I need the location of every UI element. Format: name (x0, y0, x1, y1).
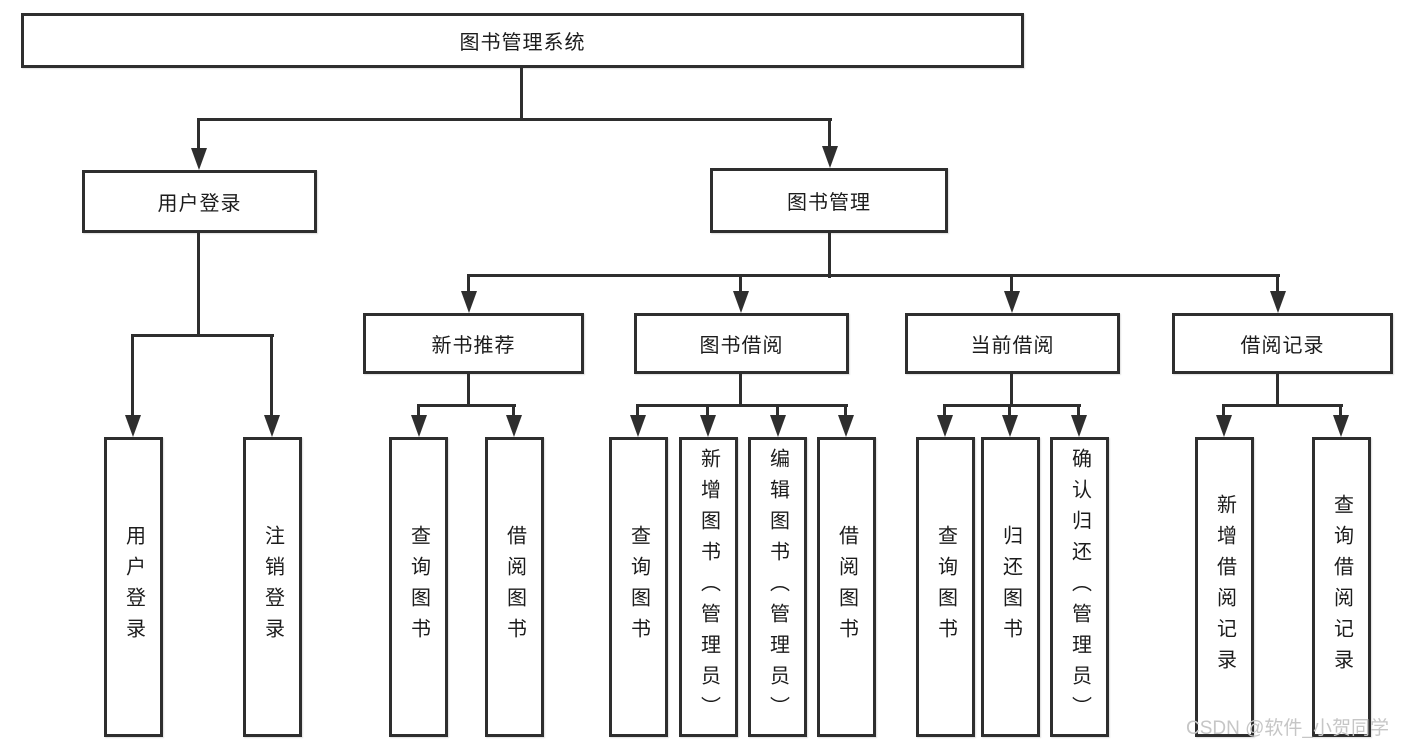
node-book-borrow: 图书借阅 (634, 313, 849, 374)
leaf-label: 借阅图书 (835, 525, 858, 649)
connector-current-bar (943, 404, 1081, 407)
leaf-label: 查询借阅记录 (1330, 494, 1353, 680)
arrow-down-icon (770, 415, 786, 437)
arrow-down-icon (937, 415, 953, 437)
connector-mgmt-bar (467, 274, 1280, 277)
leaf-label: 编辑图书（管理员） (766, 447, 789, 727)
leaf-label: 查询图书 (627, 525, 650, 649)
node-book-management: 图书管理 (710, 168, 948, 233)
arrow-down-icon (1071, 415, 1087, 437)
arrow-down-icon (1002, 415, 1018, 437)
connector-current-drop-2 (1008, 404, 1011, 418)
leaf-query-books-current: 查询图书 (916, 437, 975, 737)
connector-recommend-drop-1 (417, 404, 420, 418)
connector-borrow-stem (739, 372, 742, 407)
leaf-label: 确认归还（管理员） (1068, 447, 1091, 727)
leaf-add-books-admin: 新增图书（管理员） (679, 437, 738, 737)
leaf-label: 归还图书 (999, 525, 1022, 649)
arrow-down-icon (264, 415, 280, 437)
leaf-confirm-return-admin: 确认归还（管理员） (1050, 437, 1109, 737)
leaf-label: 借阅图书 (503, 525, 526, 649)
connector-borrow-drop-3 (776, 404, 779, 418)
arrow-down-icon (506, 415, 522, 437)
node-library-system: 图书管理系统 (21, 13, 1024, 68)
connector-borrow-drop-2 (706, 404, 709, 418)
connector-records-stem (1276, 371, 1279, 407)
leaf-label: 新增借阅记录 (1213, 494, 1236, 680)
node-new-book-recommend: 新书推荐 (363, 313, 584, 374)
connector-current-stem (1010, 372, 1013, 407)
leaf-query-borrow-record: 查询借阅记录 (1312, 437, 1371, 737)
connector-recommend-drop-2 (512, 404, 515, 418)
connector-borrow-drop-1 (636, 404, 639, 418)
leaf-user-login: 用户登录 (104, 437, 163, 737)
connector-records-drop-1 (1222, 404, 1225, 418)
node-current-borrow: 当前借阅 (905, 313, 1120, 374)
arrow-down-icon (1216, 415, 1232, 437)
connector-recommend-stem (467, 372, 470, 407)
leaf-logout: 注销登录 (243, 437, 302, 737)
leaf-query-books-recommend: 查询图书 (389, 437, 448, 737)
arrow-down-icon (838, 415, 854, 437)
connector-login-bar (131, 334, 274, 337)
leaf-label: 新增图书（管理员） (697, 447, 720, 727)
arrow-down-icon (733, 291, 749, 313)
leaf-label: 查询图书 (407, 525, 430, 649)
connector-root-drop-left (197, 118, 200, 152)
connector-borrow-drop-4 (844, 404, 847, 418)
arrow-down-icon (1004, 291, 1020, 313)
arrow-down-icon (630, 415, 646, 437)
arrow-down-icon (411, 415, 427, 437)
connector-borrow-bar (636, 404, 848, 407)
connector-mgmt-drop-3 (1010, 274, 1013, 294)
arrow-down-icon (461, 291, 477, 313)
connector-root-stem (520, 66, 523, 120)
arrow-down-icon (1270, 291, 1286, 313)
leaf-label: 查询图书 (934, 525, 957, 649)
arrow-down-icon (191, 148, 207, 170)
connector-root-bar (197, 118, 832, 121)
connector-mgmt-stem (828, 231, 831, 278)
leaf-return-books: 归还图书 (981, 437, 1040, 737)
connector-mgmt-drop-2 (739, 274, 742, 294)
connector-current-drop-1 (943, 404, 946, 418)
connector-records-drop-2 (1339, 404, 1342, 418)
arrow-down-icon (700, 415, 716, 437)
arrow-down-icon (822, 146, 838, 168)
leaf-borrow-books: 借阅图书 (817, 437, 876, 737)
connector-mgmt-drop-1 (467, 274, 470, 294)
connector-mgmt-drop-4 (1276, 274, 1279, 294)
leaf-label: 用户登录 (122, 525, 145, 649)
connector-records-bar (1222, 404, 1343, 407)
leaf-edit-books-admin: 编辑图书（管理员） (748, 437, 807, 737)
connector-recommend-bar (417, 404, 516, 407)
node-user-login: 用户登录 (82, 170, 317, 233)
connector-login-stem (197, 231, 200, 337)
arrow-down-icon (125, 415, 141, 437)
connector-root-drop-right (828, 118, 831, 150)
node-borrow-records: 借阅记录 (1172, 313, 1393, 374)
connector-current-drop-3 (1077, 404, 1080, 418)
csdn-watermark: CSDN @软件_小贺同学 (1186, 718, 1389, 739)
leaf-add-borrow-record: 新增借阅记录 (1195, 437, 1254, 737)
leaf-query-books-borrow: 查询图书 (609, 437, 668, 737)
connector-login-drop-1 (131, 334, 134, 418)
connector-login-drop-2 (270, 334, 273, 418)
leaf-label: 注销登录 (261, 525, 284, 649)
arrow-down-icon (1333, 415, 1349, 437)
leaf-borrow-books-recommend: 借阅图书 (485, 437, 544, 737)
